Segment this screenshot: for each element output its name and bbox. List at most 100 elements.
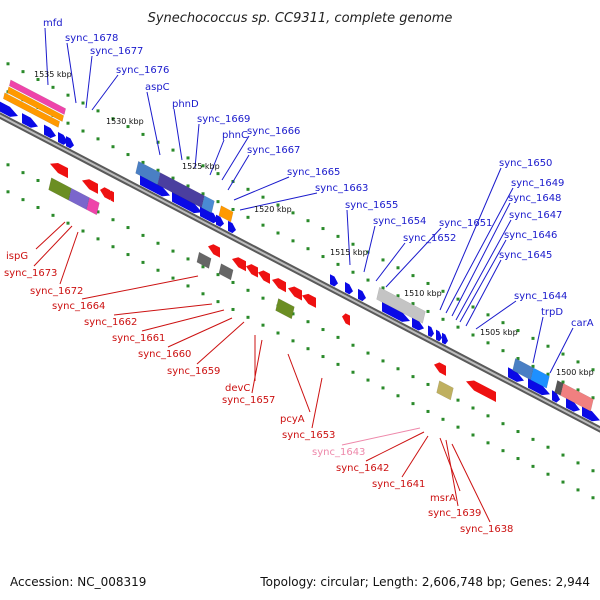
forward-gene-label[interactable]: aspC <box>145 82 170 93</box>
forward-gene-label[interactable]: sync_1652 <box>403 233 456 244</box>
forward-gene-arrow[interactable] <box>566 397 580 412</box>
reverse-gene-label[interactable]: sync_1672 <box>30 286 83 297</box>
forward-gene-label[interactable]: sync_1678 <box>65 33 118 44</box>
forward-gene-arrow[interactable] <box>66 136 74 149</box>
forward-gene-feature[interactable] <box>530 367 550 389</box>
forward-gene-label[interactable]: trpD <box>541 307 563 318</box>
forward-gene-arrow[interactable] <box>528 377 550 396</box>
forward-gene-label[interactable]: sync_1645 <box>499 250 552 261</box>
reverse-gene-label[interactable]: sync_1660 <box>138 349 191 360</box>
reverse-gene-arrow[interactable] <box>82 179 98 194</box>
forward-gene-feature[interactable] <box>7 86 64 122</box>
reverse-gene-label[interactable]: sync_1642 <box>336 463 389 474</box>
reverse-gene-label[interactable]: ispG <box>6 251 28 262</box>
forward-gene-arrow[interactable] <box>216 214 224 227</box>
forward-gene-arrow[interactable] <box>412 317 424 331</box>
reverse-gene-arrow[interactable] <box>466 380 496 403</box>
forward-gene-label[interactable]: phnC <box>222 130 248 141</box>
forward-gene-label[interactable]: sync_1676 <box>116 65 169 76</box>
forward-gene-label[interactable]: sync_1666 <box>247 126 300 137</box>
forward-gene-label[interactable]: sync_1646 <box>504 230 557 241</box>
reverse-gene-label[interactable]: pcyA <box>280 414 305 425</box>
forward-gene-label[interactable]: sync_1654 <box>373 216 426 227</box>
forward-gene-arrow[interactable] <box>345 282 353 295</box>
tick-mark-row1 <box>66 121 70 125</box>
reverse-gene-label[interactable]: sync_1662 <box>84 317 137 328</box>
forward-gene-label[interactable]: sync_1644 <box>514 291 567 302</box>
reverse-gene-label[interactable]: sync_1639 <box>428 508 481 519</box>
forward-gene-label[interactable]: sync_1650 <box>499 158 552 169</box>
forward-gene-arrow[interactable] <box>582 406 600 422</box>
reverse-gene-feature[interactable] <box>436 380 454 401</box>
forward-gene-arrow[interactable] <box>436 329 442 342</box>
forward-gene-label[interactable]: phnD <box>172 99 199 110</box>
reverse-gene-arrow[interactable] <box>288 286 302 301</box>
tick-mark-row0 <box>576 360 580 364</box>
forward-gene-label[interactable]: sync_1651 <box>439 218 492 229</box>
reverse-gene-arrow[interactable] <box>302 293 316 308</box>
forward-gene-arrow[interactable] <box>442 332 448 345</box>
forward-gene-feature[interactable] <box>201 195 215 214</box>
reverse-gene-feature[interactable] <box>68 187 90 211</box>
forward-gene-feature[interactable] <box>376 286 426 324</box>
reverse-gene-label[interactable]: sync_1657 <box>222 395 275 406</box>
reverse-gene-arrow[interactable] <box>258 270 270 284</box>
forward-gene-label[interactable]: sync_1648 <box>508 193 561 204</box>
reverse-gene-feature[interactable] <box>218 263 234 281</box>
forward-gene-feature[interactable] <box>3 92 60 128</box>
reverse-gene-label[interactable]: sync_1653 <box>282 430 335 441</box>
forward-gene-arrow[interactable] <box>228 220 236 234</box>
forward-gene-arrow[interactable] <box>44 124 56 139</box>
forward-gene-label[interactable]: sync_1647 <box>509 210 562 221</box>
reverse-gene-label[interactable]: sync_1659 <box>167 366 220 377</box>
reverse-gene-arrow[interactable] <box>232 257 246 272</box>
forward-gene-arrow[interactable] <box>382 301 410 322</box>
forward-gene-label[interactable]: sync_1655 <box>345 200 398 211</box>
tick-marks <box>6 62 595 500</box>
reverse-gene-arrow[interactable] <box>208 244 220 258</box>
reverse-gene-label[interactable]: devC <box>225 383 250 394</box>
reverse-gene-feature[interactable] <box>86 197 100 216</box>
forward-gene-label[interactable]: sync_1665 <box>287 167 340 178</box>
reverse-gene-label[interactable]: msrA <box>430 493 456 504</box>
tick-mark-row2 <box>291 312 295 316</box>
reverse-gene-feature[interactable] <box>48 177 72 201</box>
forward-gene-feature[interactable] <box>560 383 594 412</box>
forward-gene-feature[interactable] <box>9 79 66 115</box>
reverse-gene-label[interactable]: sync_1661 <box>112 333 165 344</box>
forward-gene-arrow[interactable] <box>22 113 38 128</box>
forward-gene-arrow[interactable] <box>0 101 18 117</box>
forward-gene-label[interactable]: sync_1663 <box>315 183 368 194</box>
forward-gene-arrow[interactable] <box>140 174 170 197</box>
forward-gene-label[interactable]: sync_1669 <box>197 114 250 125</box>
forward-gene-label[interactable]: sync_1667 <box>247 145 300 156</box>
forward-gene-feature[interactable] <box>218 205 234 223</box>
forward-gene-arrow[interactable] <box>208 210 218 224</box>
tick-mark-row0 <box>291 211 295 215</box>
reverse-gene-arrow[interactable] <box>342 313 350 326</box>
reverse-gene-label[interactable]: sync_1638 <box>460 524 513 535</box>
forward-gene-label[interactable]: carA <box>571 318 594 329</box>
reverse-gene-label[interactable]: sync_1643 <box>312 447 365 458</box>
forward-gene-label[interactable]: sync_1677 <box>90 46 143 57</box>
forward-gene-label[interactable]: mfd <box>43 18 63 29</box>
reverse-gene-label[interactable]: sync_1641 <box>372 479 425 490</box>
reverse-gene-arrow[interactable] <box>246 264 258 278</box>
forward-gene-arrow[interactable] <box>552 390 560 403</box>
reverse-gene-feature[interactable] <box>275 298 295 320</box>
reverse-gene-arrow[interactable] <box>434 362 446 376</box>
reverse-gene-arrow[interactable] <box>272 278 286 293</box>
reverse-gene-arrow[interactable] <box>100 187 110 201</box>
forward-gene-arrow[interactable] <box>58 131 68 145</box>
reverse-gene-feature[interactable] <box>196 251 212 269</box>
forward-gene-label[interactable]: sync_1649 <box>511 178 564 189</box>
forward-gene-arrow[interactable] <box>358 288 366 302</box>
forward-gene-arrow[interactable] <box>508 367 524 382</box>
reverse-gene-label[interactable]: sync_1673 <box>4 268 57 279</box>
forward-gene-arrow[interactable] <box>428 325 434 338</box>
forward-gene-arrow[interactable] <box>172 191 202 214</box>
reverse-gene-arrow[interactable] <box>50 162 68 179</box>
forward-gene-arrow[interactable] <box>330 274 338 287</box>
reverse-gene-label[interactable]: sync_1664 <box>52 301 105 312</box>
reverse-gene-arrow[interactable] <box>108 190 114 203</box>
